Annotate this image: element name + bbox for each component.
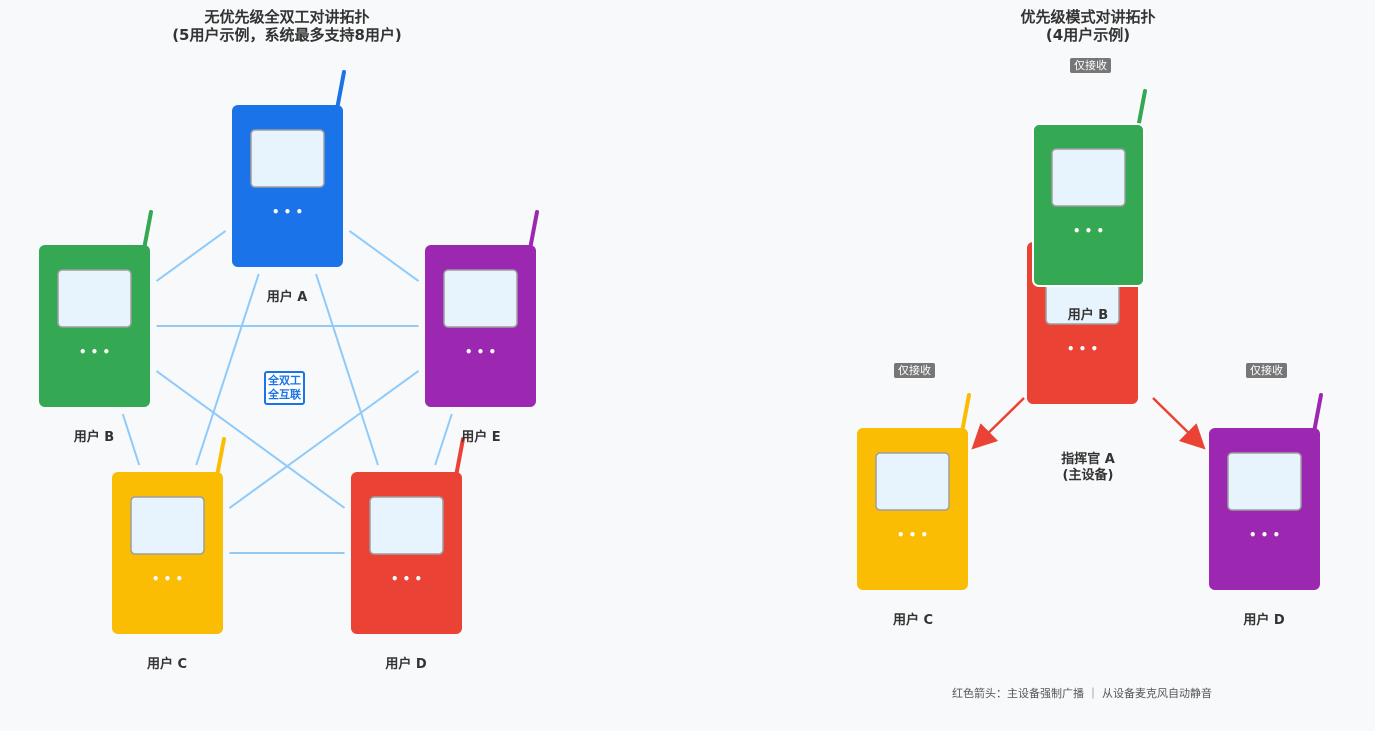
link-user-a-user-b xyxy=(155,230,227,282)
device-user-a-buttons: • • • xyxy=(272,205,303,219)
commander-label: 指挥官 A (主设备) xyxy=(1038,452,1138,484)
right-title-line1: 优先级模式对讲拓扑 xyxy=(1020,8,1156,26)
device-user-e-screen xyxy=(443,269,518,328)
link-user-a-user-e xyxy=(348,230,420,282)
device-right-user-d-screen xyxy=(1227,452,1302,511)
user-d-label: 用户 D xyxy=(385,657,427,672)
radio-devices: • • • • • • • • • • • • • • • • • • • • • • • •… xyxy=(39,70,1323,634)
device-user-b-screen xyxy=(57,269,132,328)
left-title-line1: 无优先级全双工对讲拓扑 xyxy=(204,8,370,26)
link-user-a-user-d xyxy=(315,273,379,466)
device-user-c-buttons: • • • xyxy=(152,572,183,586)
right-user-c-label: 用户 C xyxy=(892,613,934,628)
right-diagram-title: 优先级模式对讲拓扑 (4用户示例) xyxy=(938,8,1238,44)
device-user-a: • • • xyxy=(232,70,346,267)
device-right-user-b: • • • xyxy=(1032,89,1147,287)
user-a-label: 用户 A xyxy=(266,290,308,305)
full-mesh-links xyxy=(121,230,453,554)
device-user-a-screen xyxy=(250,129,325,188)
link-user-b-user-c xyxy=(121,413,141,466)
receive-only-badge-d: 仅接收 xyxy=(1246,363,1287,378)
device-right-user-c-screen xyxy=(875,452,950,511)
link-user-e-user-c xyxy=(228,370,420,509)
center-tag-line1: 全双工 xyxy=(268,374,301,387)
device-user-d: • • • xyxy=(351,437,465,634)
broadcast-arrows xyxy=(971,397,1206,450)
receive-only-badge-b: 仅接收 xyxy=(1070,58,1111,73)
commander-role: (主设备) xyxy=(1062,468,1114,483)
device-user-d-buttons: • • • xyxy=(391,572,422,586)
user-b-label: 用户 B xyxy=(73,430,115,445)
link-user-a-user-c xyxy=(195,273,260,466)
device-user-c: • • • xyxy=(112,437,226,634)
device-right-user-d: • • • xyxy=(1209,393,1323,590)
user-c-label: 用户 C xyxy=(146,657,188,672)
full-duplex-tag: 全双工 全互联 xyxy=(264,371,305,405)
device-user-b: • • • xyxy=(39,210,153,407)
device-user-c-screen xyxy=(130,496,205,555)
device-right-user-d-buttons: • • • xyxy=(1249,528,1280,542)
arrow-to-user-c xyxy=(971,397,1025,450)
right-user-b-label: 用户 B xyxy=(1067,308,1109,323)
device-user-e: • • • xyxy=(425,210,539,407)
right-title-line2: (4用户示例) xyxy=(1045,26,1131,44)
link-user-e-user-d xyxy=(434,413,453,466)
user-e-label: 用户 E xyxy=(461,430,501,445)
footnote: 红色箭头：主设备强制广播 ｜ 从设备麦克风自动静音 xyxy=(952,687,1212,700)
link-user-b-user-d xyxy=(155,370,346,509)
left-diagram-title: 无优先级全双工对讲拓扑 (5用户示例，系统最多支持8用户) xyxy=(137,8,437,44)
device-right-user-b-buttons: • • • xyxy=(1073,224,1104,238)
commander-name: 指挥官 A xyxy=(1061,452,1115,467)
device-user-d-screen xyxy=(369,496,444,555)
device-commander-a-buttons: • • • xyxy=(1067,342,1098,356)
device-right-user-b-screen xyxy=(1051,148,1126,207)
device-user-e-buttons: • • • xyxy=(465,345,496,359)
right-user-d-label: 用户 D xyxy=(1243,613,1285,628)
receive-only-badge-c: 仅接收 xyxy=(894,363,935,378)
arrow-to-user-d xyxy=(1152,397,1206,450)
device-user-b-buttons: • • • xyxy=(79,345,110,359)
device-right-user-c-buttons: • • • xyxy=(897,528,928,542)
device-right-user-c: • • • xyxy=(857,393,971,590)
center-tag-line2: 全互联 xyxy=(268,388,301,401)
left-title-line2: (5用户示例，系统最多支持8用户) xyxy=(172,26,402,44)
